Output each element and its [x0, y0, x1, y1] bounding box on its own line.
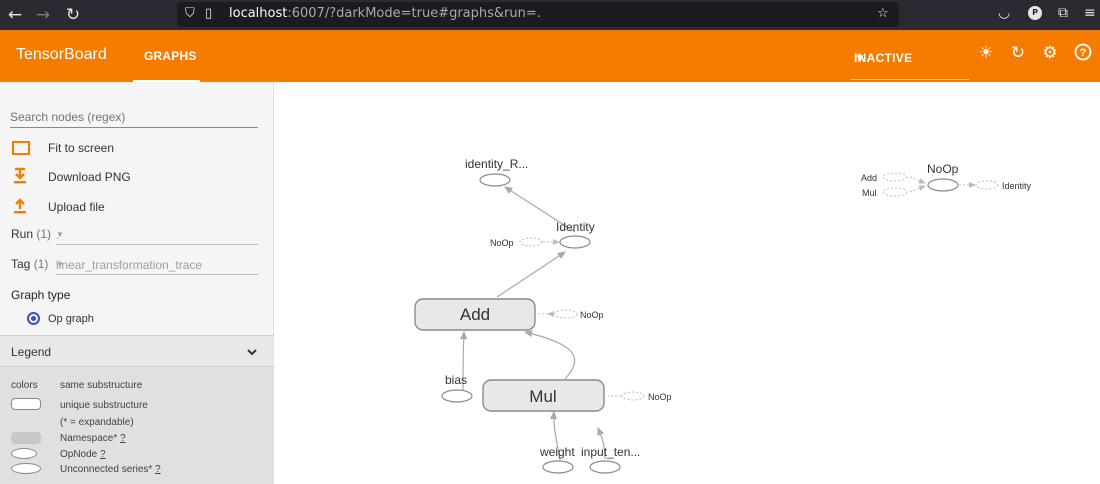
- node-add-label: Add: [460, 305, 490, 324]
- graph-svg: identity_R... Identity NoOp Add NoOp bia…: [414, 157, 1032, 474]
- edge-identity-to-identity-r: [503, 186, 576, 233]
- url-text: localhost:6007/?darkMode=true#graphs&run…: [229, 6, 541, 21]
- node-identity-r[interactable]: [479, 173, 511, 187]
- download-icon: [11, 167, 31, 187]
- mul-noop-label: NoOp: [648, 392, 672, 402]
- namespace-swatch: [11, 432, 41, 444]
- settings-gear-icon[interactable]: ⚙: [1042, 43, 1058, 63]
- chevron-down-icon: ▼: [56, 260, 64, 269]
- unconnected-series-swatch: [11, 463, 41, 474]
- browser-toolbar: ← → ↻ ⛉ ▯ localhost:6007/?darkMode=true#…: [0, 0, 1100, 30]
- pocket-icon[interactable]: ◡: [998, 5, 1011, 21]
- plugin-select[interactable]: INACTIVE ▼: [851, 44, 969, 80]
- aux-identity-series[interactable]: [975, 180, 999, 190]
- tag-select-row: Tag (1) linear_transformation_trace ▼: [11, 255, 259, 275]
- svg-text:?: ?: [1080, 47, 1087, 59]
- legend-same-substructure: same substructure: [60, 380, 143, 391]
- brand-title: TensorBoard: [16, 46, 107, 63]
- reload-data-icon[interactable]: ↻: [1010, 43, 1026, 63]
- unique-substructure-swatch: [11, 398, 41, 410]
- node-add[interactable]: [414, 298, 536, 331]
- back-icon[interactable]: ←: [7, 5, 23, 25]
- aux-add-label: Add: [861, 173, 877, 183]
- node-weight[interactable]: [542, 460, 574, 474]
- legend-panel: colors same substructure unique substruc…: [0, 367, 274, 484]
- opnode-help-link[interactable]: ?: [100, 449, 106, 460]
- sidebar: Fit to screen Download PNG Upload file R…: [0, 82, 274, 484]
- node-weight-label: weight: [539, 445, 575, 459]
- chevron-down-icon: [247, 349, 257, 356]
- search-nodes-input[interactable]: [10, 106, 258, 128]
- add-noop-series[interactable]: [554, 309, 578, 319]
- node-mul[interactable]: [482, 379, 605, 412]
- legend-toggle[interactable]: Legend: [0, 335, 274, 367]
- identity-noop-label: NoOp: [490, 238, 514, 248]
- legend-namespace: Namespace* ?: [60, 433, 126, 444]
- profile-avatar[interactable]: P: [1028, 6, 1042, 20]
- shield-icon[interactable]: ⛉: [185, 6, 195, 21]
- unconnected-help-link[interactable]: ?: [155, 464, 161, 475]
- app-header: TensorBoard GRAPHS INACTIVE ▼: [0, 30, 1100, 82]
- aux-mul-series[interactable]: [882, 187, 908, 197]
- fit-to-screen-icon: [12, 141, 30, 155]
- download-png-button[interactable]: Download PNG: [11, 167, 251, 187]
- node-bias-label: bias: [445, 373, 467, 387]
- aux-add-series[interactable]: [882, 172, 908, 182]
- reload-icon[interactable]: ↻: [65, 5, 81, 25]
- node-identity-r-label: identity_R...: [465, 157, 528, 171]
- node-identity[interactable]: [559, 235, 591, 249]
- bookmark-star-icon[interactable]: ☆: [877, 6, 889, 21]
- auxiliary-nodes: Add Mul NoOp Identity: [861, 162, 1032, 198]
- graph-canvas[interactable]: identity_R... Identity NoOp Add NoOp bia…: [275, 82, 1100, 484]
- op-graph-radio[interactable]: [27, 312, 40, 325]
- legend-unique-substructure: unique substructure: [60, 400, 148, 411]
- tag-label: Tag (1): [11, 257, 49, 271]
- legend-opnode: OpNode ?: [60, 449, 106, 460]
- tab-graphs[interactable]: GRAPHS: [133, 30, 200, 82]
- namespace-help-link[interactable]: ?: [120, 433, 126, 444]
- edge-input-to-mul: [597, 426, 606, 460]
- node-input-ten[interactable]: [589, 460, 621, 474]
- edge-add-to-identity: [496, 251, 567, 298]
- light-mode-icon[interactable]: ☀: [978, 43, 994, 63]
- graph-edges: [460, 186, 606, 461]
- graph-type-label: Graph type: [11, 288, 71, 302]
- upload-icon: [11, 197, 31, 217]
- legend-unconnected-series: Unconnected series* ?: [60, 464, 161, 475]
- upload-file-button[interactable]: Upload file: [11, 197, 251, 217]
- tag-select[interactable]: linear_transformation_trace ▼: [56, 255, 258, 275]
- node-mul-label: Mul: [529, 387, 556, 406]
- op-graph-label: Op graph: [48, 313, 94, 325]
- run-select-row: Run (1) . ▼: [11, 225, 259, 245]
- page-info-icon[interactable]: ▯: [205, 6, 213, 21]
- run-label: Run (1): [11, 227, 52, 241]
- node-bias[interactable]: [441, 389, 473, 403]
- control-edges: [535, 176, 976, 397]
- identity-noop-series[interactable]: [519, 237, 543, 247]
- extensions-icon[interactable]: ⧉: [1058, 5, 1068, 21]
- opnode-swatch: [11, 448, 37, 459]
- legend-expandable-note: (* = expandable): [60, 417, 134, 428]
- add-noop-label: NoOp: [580, 310, 604, 320]
- edge-weight-to-mul: [549, 410, 561, 461]
- legend-colors-label: colors: [11, 380, 38, 391]
- node-identity-label: Identity: [556, 220, 595, 234]
- forward-icon[interactable]: →: [35, 5, 51, 25]
- help-icon[interactable]: ?: [1073, 43, 1093, 63]
- chevron-down-icon: ▼: [854, 51, 867, 65]
- address-bar[interactable]: ⛉ ▯ localhost:6007/?darkMode=true#graphs…: [177, 2, 899, 27]
- edge-bias-to-add: [460, 330, 468, 391]
- fit-to-screen-button[interactable]: Fit to screen: [11, 138, 251, 158]
- menu-icon[interactable]: ≡: [1084, 5, 1096, 21]
- aux-mul-label: Mul: [862, 188, 877, 198]
- chevron-down-icon: ▼: [56, 230, 64, 239]
- edge-mul-to-add: [523, 330, 576, 380]
- mul-noop-series[interactable]: [621, 391, 645, 401]
- aux-noop-label: NoOp: [927, 162, 959, 176]
- node-input-ten-label: input_ten...: [581, 445, 640, 459]
- run-select[interactable]: . ▼: [56, 225, 258, 245]
- aux-identity-label: Identity: [1002, 181, 1032, 191]
- node-aux-noop[interactable]: [927, 178, 959, 192]
